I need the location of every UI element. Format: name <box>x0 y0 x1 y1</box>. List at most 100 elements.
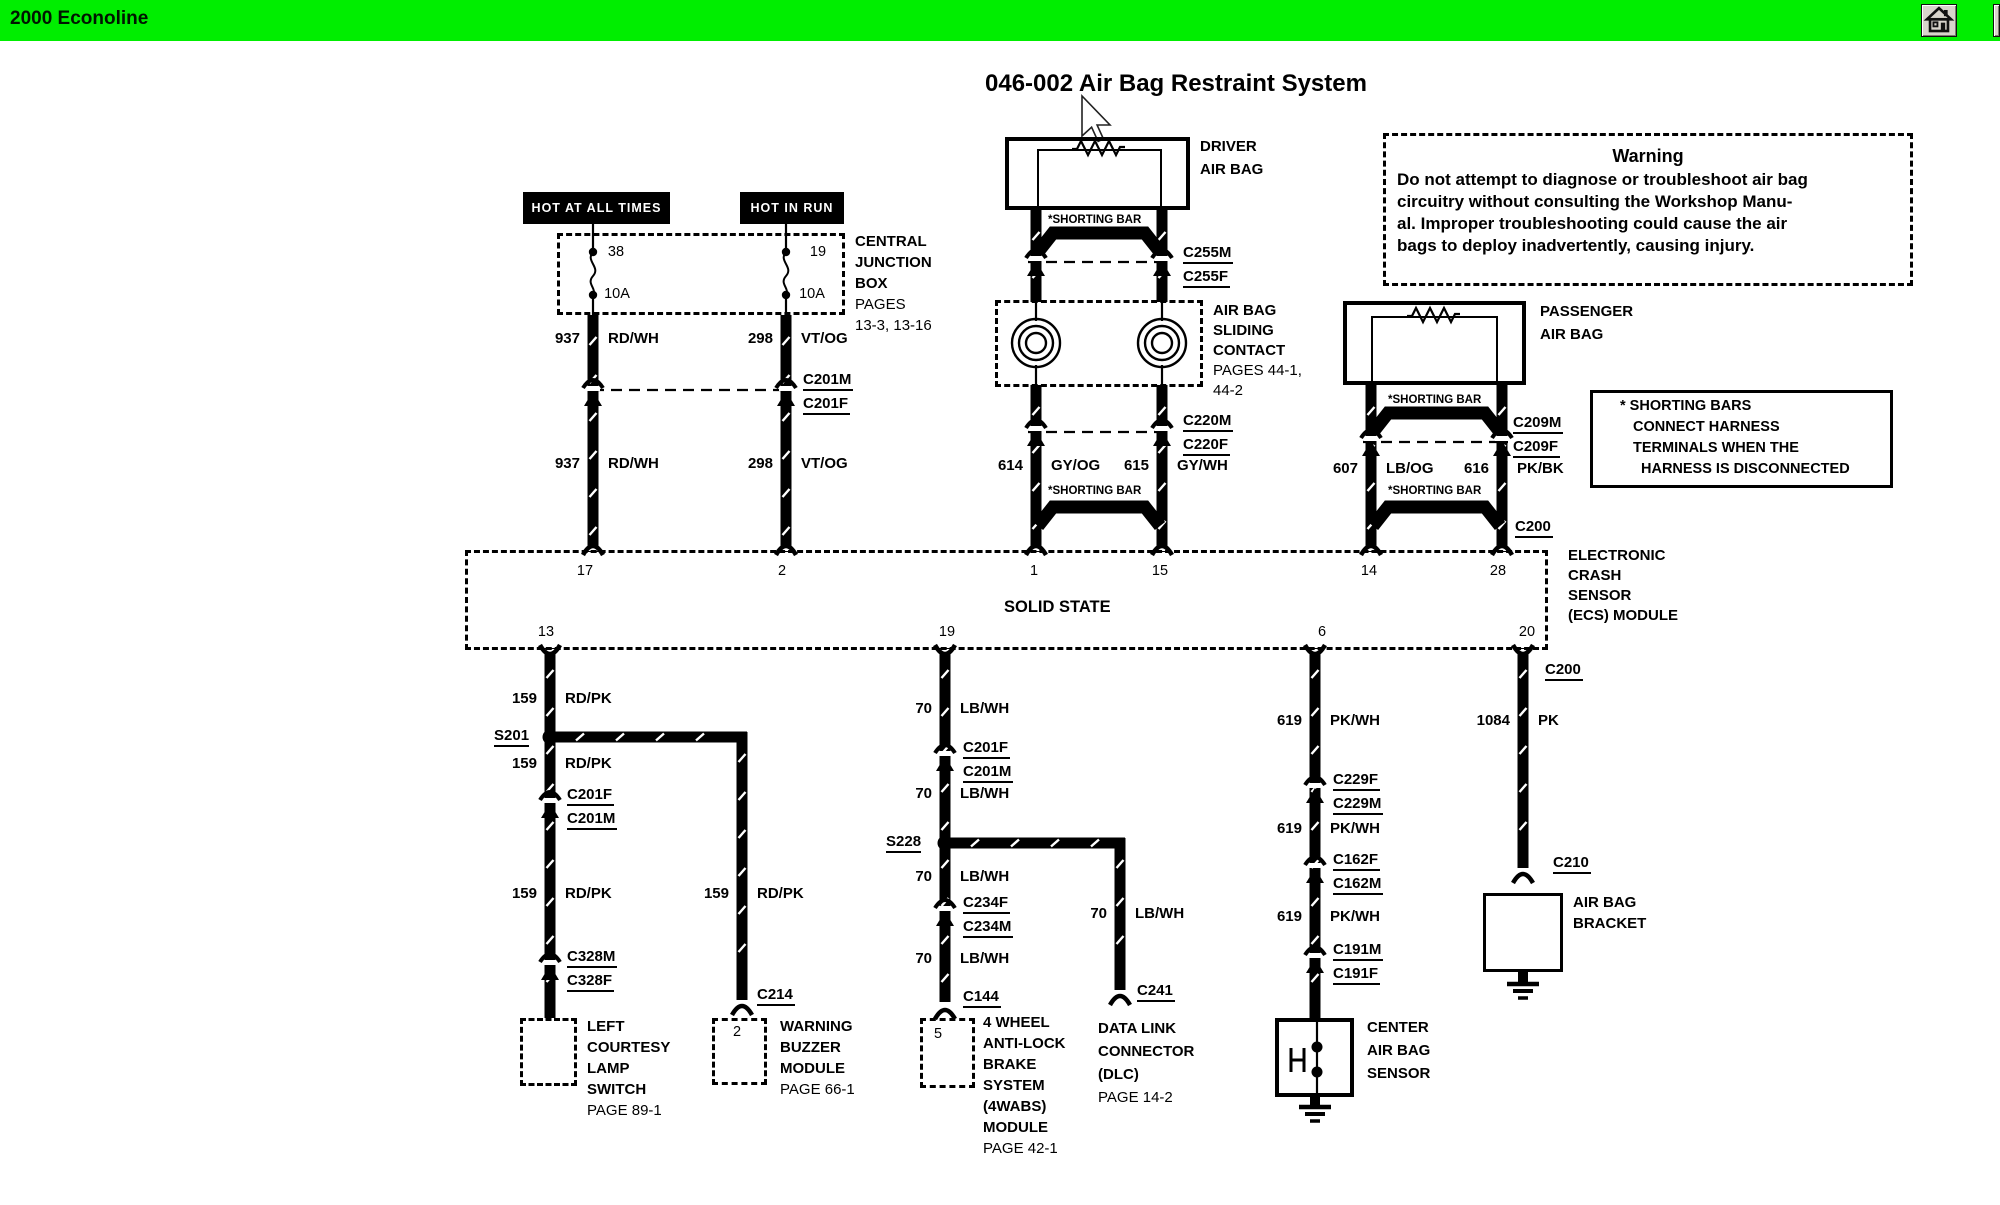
hot-at-all-times-banner: HOT AT ALL TIMES <box>523 192 670 224</box>
wire-mark <box>737 753 747 763</box>
connector-gap <box>1495 436 1509 441</box>
wire-619-pkwh <box>1309 648 1321 1018</box>
connector-cup <box>730 1003 754 1017</box>
courtesy-lamp-label-line: SWITCH <box>587 1081 647 1098</box>
wire-circuit-number: 619 <box>1276 712 1302 729</box>
connector-arrow <box>1493 441 1511 456</box>
wire-mark <box>737 943 747 953</box>
wire-mark <box>545 821 555 831</box>
connector-arrow <box>584 391 602 406</box>
wire-mark <box>781 526 791 536</box>
fuse-element <box>589 251 597 296</box>
connector-arrow <box>1153 431 1171 446</box>
dlc-label-line: CONNECTOR <box>1098 1043 1195 1060</box>
courtesy-lamp-label-line: LAMP <box>587 1060 630 1077</box>
hot-in-run-banner: HOT IN RUN <box>740 192 844 224</box>
wire-mark <box>615 732 625 742</box>
connector-c220-name: C220M <box>1183 412 1234 432</box>
connector-gap <box>735 1006 749 1011</box>
courtesy-lamp-label-line: LEFT <box>587 1018 625 1035</box>
connector-cup <box>1490 428 1514 440</box>
wire-mark <box>1115 859 1125 869</box>
wire-mark <box>940 973 950 983</box>
airbag-bracket-label-line: AIR BAG <box>1573 894 1637 911</box>
sensor-switch-icon <box>1289 1048 1306 1072</box>
wire-mark <box>940 859 950 869</box>
4wabs-label-line: 4 WHEEL <box>983 1014 1050 1031</box>
ground-stem <box>1310 1094 1320 1107</box>
center-airbag-sensor-box <box>1275 1018 1354 1097</box>
wire-mark <box>545 935 555 945</box>
wire-mark <box>588 450 598 460</box>
connector-c214-name: C214 <box>757 986 795 1006</box>
connector-arrow <box>777 391 795 406</box>
4wabs-label-line: BRAKE <box>983 1056 1037 1073</box>
warning-buzzer-label-line: WARNING <box>780 1018 853 1035</box>
connector-c255-name: C255F <box>1183 268 1231 288</box>
partial-button[interactable] <box>1993 4 2000 37</box>
passenger-airbag-label-line: PASSENGER <box>1540 303 1634 320</box>
wire-circuit-number: 70 <box>915 950 932 967</box>
wire-mark <box>1518 707 1528 717</box>
courtesy-lamp-label-line: COURTESY <box>587 1039 671 1056</box>
wire-mark <box>970 838 980 848</box>
connector-gap <box>938 906 952 911</box>
wire-circuit-number: 1084 <box>1476 712 1510 729</box>
connector-c200-bottom: C200 <box>1545 661 1583 685</box>
connector-c229-name: C229F <box>1333 771 1381 791</box>
wire-mark <box>1115 897 1125 907</box>
wire-mark <box>1310 745 1320 755</box>
connector-gap <box>1155 546 1169 551</box>
connector-arrow <box>1306 958 1324 973</box>
connector-cup <box>1024 248 1048 260</box>
sliding-contact-label-line: AIR BAG <box>1213 302 1277 319</box>
pin-number: 5 <box>933 1026 943 1042</box>
coil-spiral-symbol <box>1024 331 1048 355</box>
central-junction-label-line: JUNCTION <box>855 254 932 271</box>
titlebar: 2000 Econoline <box>0 0 2000 41</box>
wire-color-code: RD/PK <box>565 690 612 707</box>
wire-color-code: PK/BK <box>1517 460 1564 477</box>
connector-c241: C241 <box>1137 982 1175 1006</box>
ecs-module-label-line: SENSOR <box>1568 587 1632 604</box>
home-button[interactable] <box>1921 4 1957 37</box>
shorting-bar-text-driver-bottom: *SHORTING BAR <box>1048 485 1141 498</box>
wire-mark <box>940 707 950 717</box>
dlc-label-line: DATA LINK <box>1098 1020 1177 1037</box>
fuse-element <box>782 251 790 296</box>
center-sensor-label-line: CENTER <box>1367 1019 1429 1036</box>
connector-arrow <box>1306 788 1324 803</box>
wire-616-pkbk <box>1496 385 1508 552</box>
connector-c210-name: C210 <box>1553 854 1591 874</box>
sliding-contact-label-line: PAGES 44-1, <box>1213 362 1302 379</box>
connector-c220-name: C220F <box>1183 436 1231 456</box>
pin-number: 2 <box>777 563 787 579</box>
pin-number: 38 <box>607 244 625 260</box>
warning-buzzer-label-line: PAGE 66-1 <box>780 1081 855 1098</box>
central-junction-label-line: CENTRAL <box>855 233 927 250</box>
wire-circuit-number: 298 <box>747 455 773 472</box>
thin-lead-line <box>1160 365 1164 387</box>
sliding-contact-label-line: CONTACT <box>1213 342 1286 359</box>
wire-circuit-number: 70 <box>1090 905 1107 922</box>
wire-circuit-number: 607 <box>1332 460 1358 477</box>
wire-s201-branch <box>550 731 747 743</box>
connector-c210: C210 <box>1553 854 1591 878</box>
connector-c200-bottom-name: C200 <box>1545 661 1583 681</box>
wire-circuit-number: 298 <box>747 330 773 347</box>
shorting-note-line: CONNECT HARNESS <box>1633 419 1780 435</box>
connector-gap <box>1155 256 1169 261</box>
coil-spiral-symbol <box>1150 331 1174 355</box>
pin-number: 1 <box>1029 563 1039 579</box>
shorting-bar-symbol <box>1367 500 1506 531</box>
connector-cup <box>774 378 798 390</box>
thin-lead-line <box>591 222 595 250</box>
ecs-module-label-line: CRASH <box>1568 567 1622 584</box>
